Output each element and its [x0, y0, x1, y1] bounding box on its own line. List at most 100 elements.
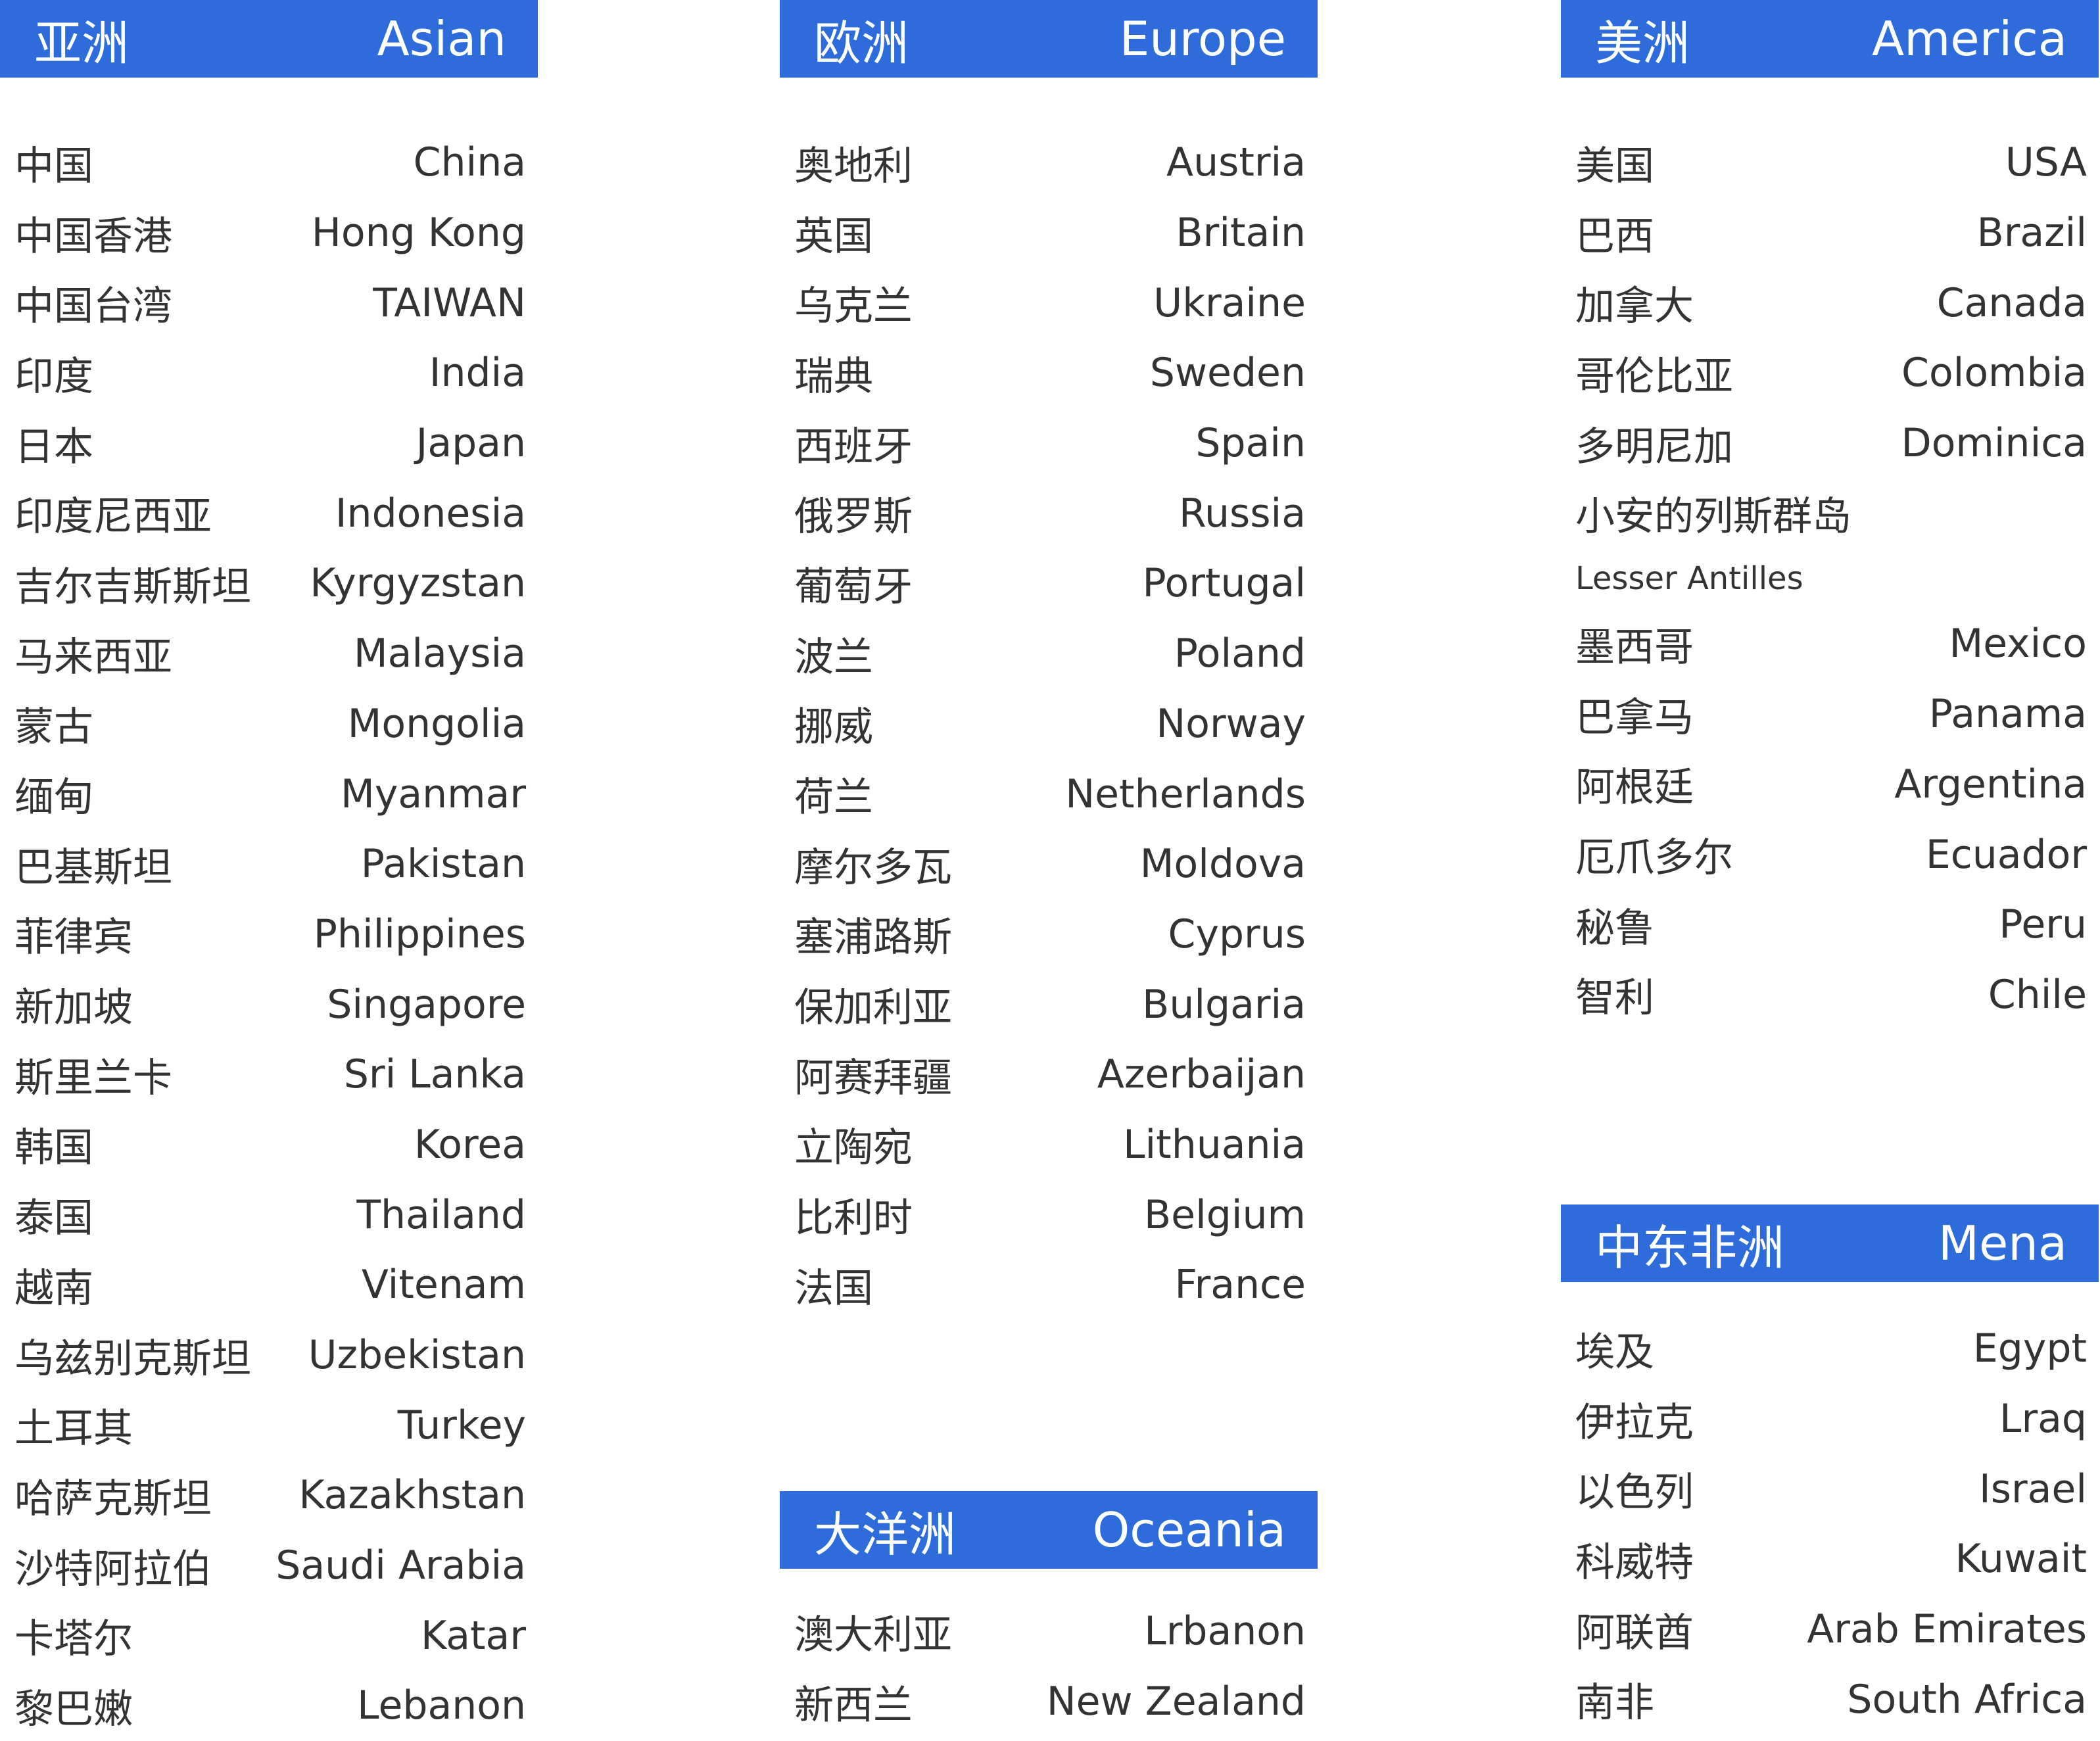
country-name-en: Kyrgyzstan [310, 560, 526, 607]
europe-header: 欧洲 Europe [780, 0, 1318, 78]
country-name-en: Russia [1179, 490, 1306, 537]
america-header: 美洲 America [1561, 0, 2099, 78]
country-name-cn: 巴西 [1575, 213, 1654, 260]
country-name-cn: 保加利亚 [794, 985, 952, 1032]
country-name-en: Indonesia [335, 490, 526, 537]
country-name-en: Portugal [1142, 560, 1306, 607]
oceania-header: 大洋洲 Oceania [780, 1491, 1318, 1569]
country-name-en: Katar [420, 1612, 526, 1659]
country-name-cn: 塞浦路斯 [794, 915, 952, 961]
country-name-cn: 乌克兰 [794, 283, 913, 330]
country-name-cn: 智利 [1575, 975, 1654, 1022]
country-name-en: Uzbekistan [308, 1332, 526, 1379]
country-name-en: Bulgaria [1142, 981, 1306, 1028]
country-name-cn: 英国 [794, 213, 873, 260]
country-name-en: South Africa [1847, 1676, 2087, 1723]
country-name-en: China [413, 139, 526, 186]
list-item: 美国 USA [1561, 128, 2099, 198]
country-name-cn: 葡萄牙 [794, 563, 913, 610]
list-item-sub: Lesser Antilles [1561, 548, 2099, 609]
america-title-en: America [1872, 11, 2067, 66]
country-name-en: Dominica [1901, 420, 2087, 467]
country-name-cn: 加拿大 [1575, 283, 1694, 330]
country-name-en: USA [2005, 139, 2087, 186]
asia-title-cn: 亚洲 [34, 15, 130, 71]
country-name-cn: 瑞典 [794, 353, 873, 400]
country-name-cn: 比利时 [794, 1195, 913, 1242]
country-name-cn: 南非 [1575, 1680, 1654, 1727]
country-name-cn: 美国 [1575, 143, 1654, 189]
country-name-cn: 摩尔多瓦 [794, 844, 952, 891]
country-name-cn: 中国 [14, 143, 93, 189]
country-name-en: Lrbanon [1144, 1608, 1306, 1655]
lesser-antilles-label: Lesser Antilles [1575, 560, 1803, 598]
country-name-cn: 小安的列斯群岛 [1575, 494, 1851, 540]
country-name-en: Korea [414, 1121, 526, 1168]
country-name-en: Spain [1195, 420, 1306, 467]
country-name-en: Vitenam [361, 1262, 526, 1308]
country-name-en: Arab Emirates [1807, 1606, 2087, 1653]
country-name-en: Britain [1176, 210, 1306, 256]
country-name-en: Singapore [327, 981, 526, 1028]
country-name-cn: 缅甸 [14, 775, 93, 821]
country-name-cn: 多明尼加 [1575, 423, 1733, 470]
country-name-en: Azerbaijan [1097, 1051, 1306, 1098]
country-name-cn: 沙特阿拉伯 [14, 1546, 212, 1592]
country-name-cn: 新西兰 [794, 1682, 913, 1729]
mena-header: 中东非洲 Mena [1561, 1204, 2099, 1282]
list-item: 葡萄牙 Portugal [780, 548, 1318, 619]
country-name-en: Philippines [313, 911, 526, 957]
country-name-cn: 土耳其 [14, 1406, 133, 1452]
europe-title-cn: 欧洲 [814, 15, 909, 71]
country-name-en: Kuwait [1955, 1536, 2087, 1583]
country-name-en: Colombia [1901, 350, 2087, 396]
list-item: 南非 South Africa [1561, 1664, 2099, 1734]
country-name-cn: 阿联酋 [1575, 1610, 1694, 1656]
asia-title-en: Asian [377, 11, 506, 66]
country-name-en: India [429, 350, 526, 396]
country-name-cn: 新加坡 [14, 985, 133, 1032]
country-name-en: Mexico [1949, 621, 2087, 667]
list-item: 阿联酋 Arab Emirates [1561, 1594, 2099, 1665]
country-name-cn: 挪威 [794, 704, 873, 751]
country-name-cn: 中国香港 [14, 213, 172, 260]
list-item: 小安的列斯群岛 [1561, 478, 2099, 548]
country-name-cn: 中国台湾 [14, 283, 172, 330]
country-name-cn: 法国 [794, 1265, 873, 1312]
country-name-en: Lebanon [357, 1682, 526, 1729]
country-name-cn: 越南 [14, 1265, 93, 1312]
america-title-cn: 美洲 [1595, 15, 1690, 71]
oceania-title-cn: 大洋洲 [814, 1506, 957, 1562]
